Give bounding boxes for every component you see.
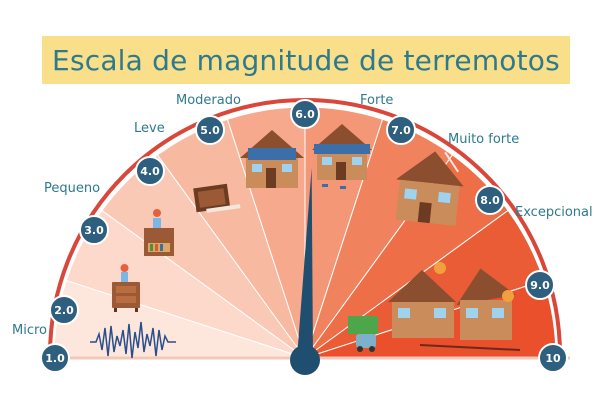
house-damaged-icon (312, 124, 372, 189)
magnitude-marker: 2.0 (49, 295, 79, 325)
magnitude-marker-label: 7.0 (391, 124, 411, 137)
cabinet-falling-icon (144, 209, 174, 256)
magnitude-marker: 3.0 (79, 215, 109, 245)
magnitude-marker-label: 6.0 (295, 108, 315, 121)
magnitude-marker-label: 9.0 (530, 279, 550, 292)
category-label: Excepcional (515, 205, 593, 220)
magnitude-marker-label: 2.0 (54, 304, 74, 317)
cabinet-icon (112, 264, 140, 312)
magnitude-marker-label: 1.0 (45, 352, 65, 365)
magnitude-marker: 4.0 (135, 156, 165, 186)
magnitude-marker: 5.0 (195, 115, 225, 145)
cabinet-tilted-icon (193, 183, 241, 213)
house-collapsed-icon (395, 151, 464, 226)
category-label: Muito forte (448, 132, 519, 147)
magnitude-marker-label: 4.0 (140, 165, 160, 178)
category-label: Leve (134, 121, 165, 136)
needle (290, 168, 320, 375)
magnitude-marker: 7.0 (386, 115, 416, 145)
magnitude-marker-label: 10 (545, 352, 561, 365)
magnitude-marker-label: 5.0 (200, 124, 220, 137)
destroyed-town-icon (348, 262, 521, 352)
category-label: Forte (360, 93, 393, 108)
title-banner: Escala de magnitude de terremotos (42, 36, 570, 84)
category-label: Moderado (176, 93, 241, 108)
magnitude-marker: 1.0 (40, 343, 70, 373)
magnitude-marker: 10 (538, 343, 568, 373)
magnitude-marker-label: 3.0 (84, 224, 104, 237)
seismograph-icon (90, 321, 176, 359)
magnitude-marker: 6.0 (290, 99, 320, 129)
magnitude-markers: 1.0 2.0 3.0 4.0 5.0 6.0 7.0 8.0 9.0 10 (40, 99, 568, 373)
house-icon (240, 130, 304, 188)
magnitude-marker-label: 8.0 (480, 194, 500, 207)
magnitude-marker: 8.0 (475, 185, 505, 215)
category-label: Pequeno (44, 181, 100, 196)
category-label: Micro (12, 323, 47, 338)
magnitude-marker: 9.0 (525, 270, 555, 300)
page-title: Escala de magnitude de terremotos (52, 43, 560, 77)
